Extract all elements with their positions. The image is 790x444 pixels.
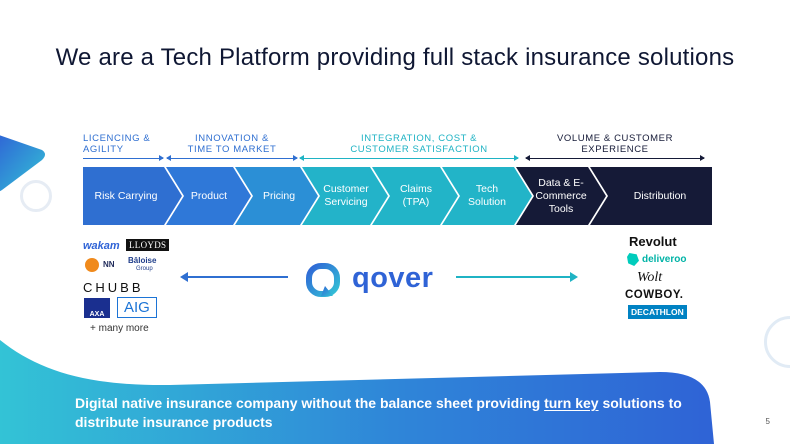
chevron-label-risk-carrying: Risk Carrying bbox=[94, 189, 158, 202]
page-number: 5 bbox=[765, 417, 770, 426]
logo-baloise: Bâloise Group bbox=[128, 256, 157, 273]
footer-tagline: Digital native insurance company without… bbox=[75, 395, 682, 430]
chevron-tech-solution bbox=[442, 167, 532, 225]
chevron-label-product: Product bbox=[190, 189, 228, 202]
logo-lloyds: LLOYDS bbox=[126, 239, 170, 251]
chevron-product bbox=[166, 167, 251, 225]
logo-nn: NN bbox=[103, 260, 115, 269]
chevron-label-claims: Claims(TPA) bbox=[399, 183, 433, 208]
stage-bracket-innovation bbox=[166, 155, 298, 161]
stage-label-innovation: INNOVATION &TIME TO MARKET bbox=[187, 133, 277, 155]
logo-aig: AIG bbox=[117, 297, 157, 318]
nn-lion-icon bbox=[85, 258, 99, 272]
logo-wakam: wakam bbox=[83, 240, 120, 252]
deliveroo-kangaroo-icon bbox=[627, 253, 639, 266]
chevron-claims bbox=[372, 167, 458, 225]
logo-decathlon: DECATHLON bbox=[628, 305, 687, 319]
chevron-label-pricing: Pricing bbox=[262, 189, 296, 202]
turn-key-highlight: turn key bbox=[544, 395, 599, 411]
qover-wordmark: qover bbox=[352, 262, 434, 294]
stage-bracket-volume bbox=[525, 155, 705, 161]
page-title: We are a Tech Platform providing full st… bbox=[55, 44, 735, 71]
logo-axa: AXA bbox=[84, 298, 110, 318]
logo-wolt: Wolt bbox=[637, 270, 663, 285]
decorative-triangle bbox=[0, 135, 45, 192]
chevron-data-tools bbox=[516, 167, 606, 225]
stage-bracket-licencing bbox=[83, 155, 164, 161]
chevron-customer-servicing bbox=[302, 167, 388, 225]
stage-bracket-integration bbox=[299, 155, 519, 161]
logo-deliveroo: deliveroo bbox=[642, 254, 687, 265]
stage-label-integration: INTEGRATION, COST &CUSTOMER SATISFACTION bbox=[350, 133, 488, 155]
more-insurers-text: + many more bbox=[90, 323, 149, 334]
stage-label-licencing: LICENCING &AGILITY bbox=[83, 133, 151, 155]
arrow-right bbox=[456, 272, 578, 282]
chevron-distribution bbox=[590, 167, 712, 225]
decorative-ring bbox=[20, 180, 52, 212]
chevron-risk-carrying bbox=[83, 167, 182, 225]
logo-cowboy: COWBOY. bbox=[625, 289, 684, 301]
chevron-label-distribution: Distribution bbox=[633, 189, 687, 202]
chevron-pricing bbox=[235, 167, 318, 225]
logo-chubb: CHUBB bbox=[83, 280, 144, 295]
logo-revolut: Revolut bbox=[629, 234, 677, 249]
qover-q-icon bbox=[306, 263, 340, 297]
arrow-left bbox=[180, 272, 288, 282]
